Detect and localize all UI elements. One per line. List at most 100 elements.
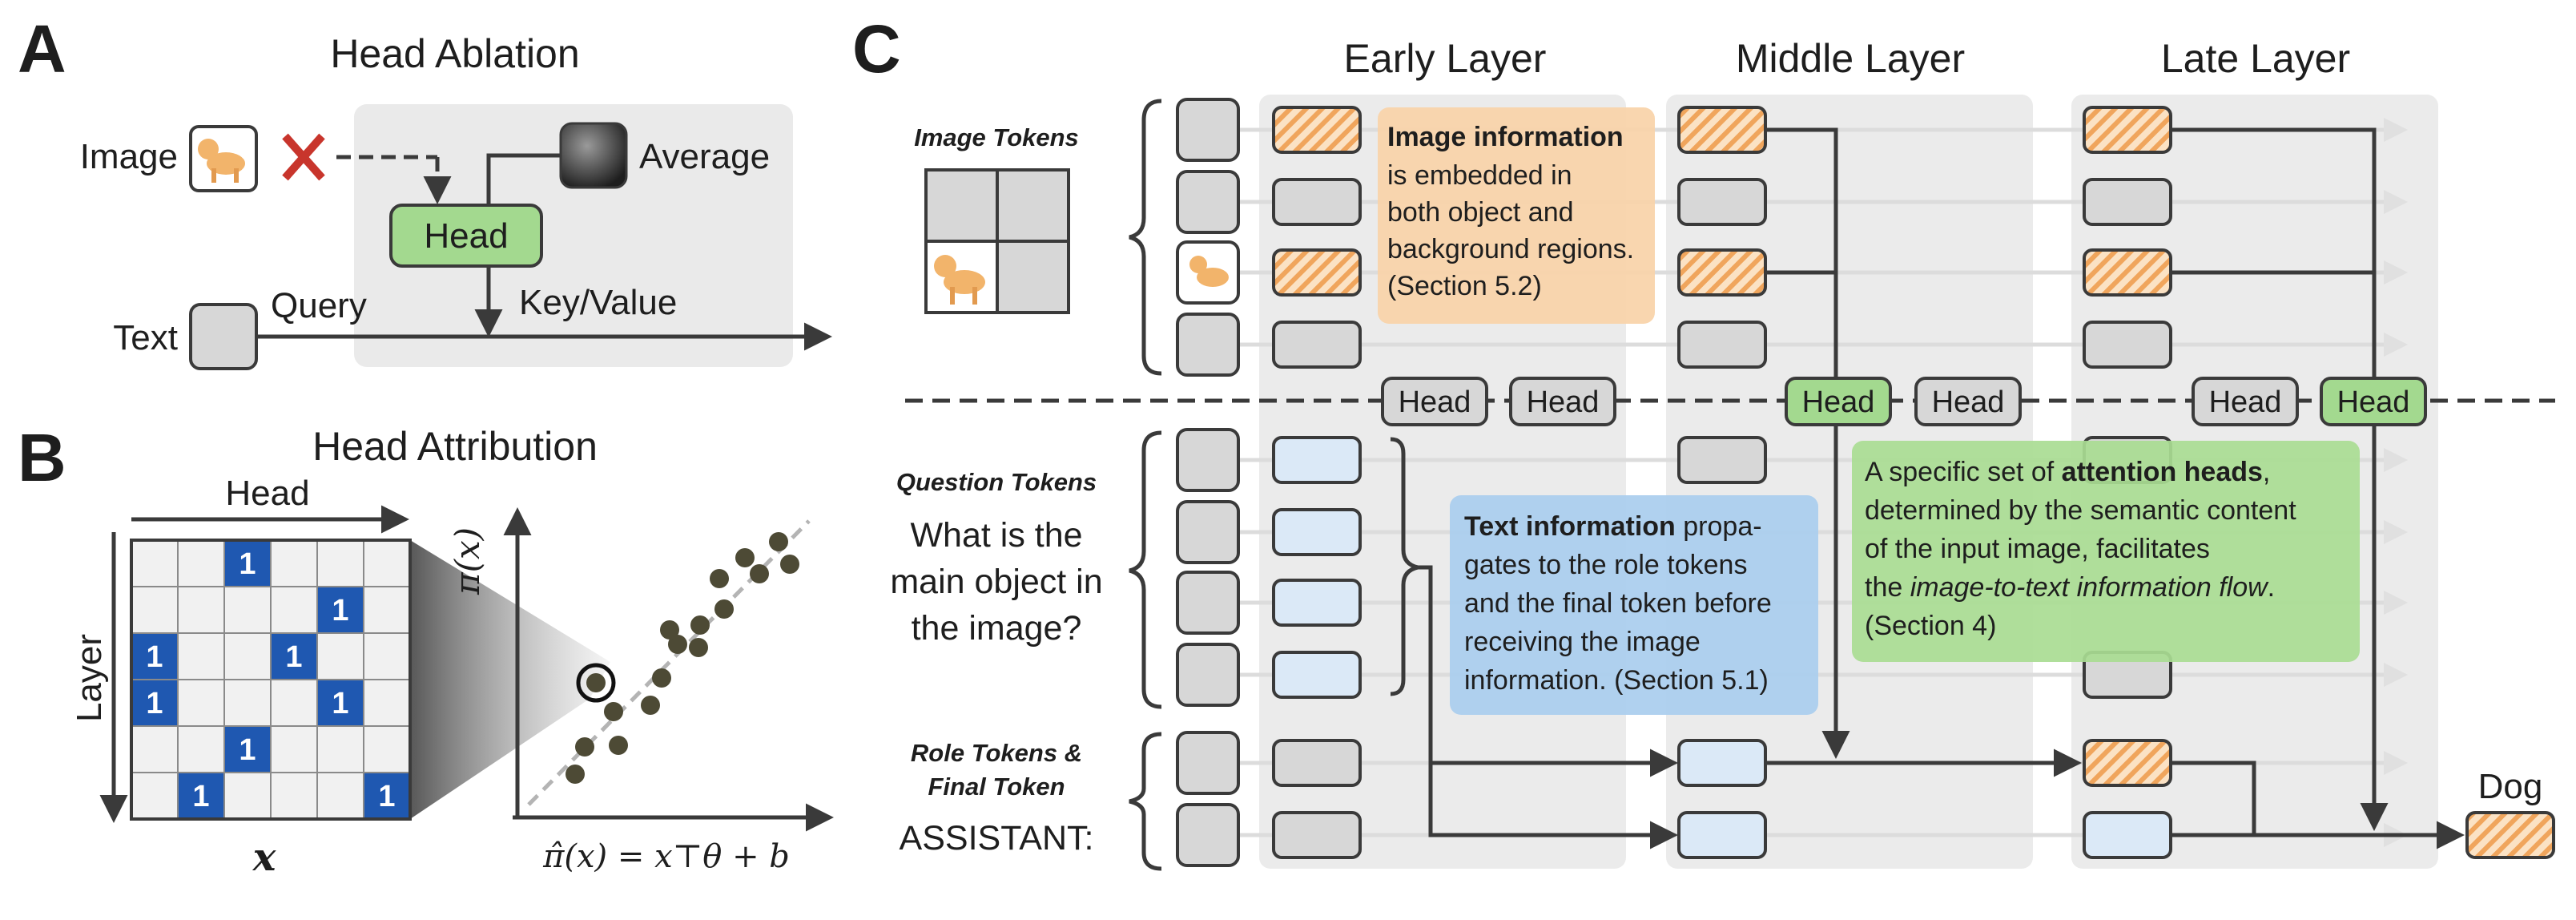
head-node — [1509, 377, 1616, 426]
grid-cell-value: 1 — [239, 733, 256, 767]
grid-cell — [131, 772, 179, 820]
image-tokens-label: Image Tokens — [914, 123, 1079, 151]
layer-token — [1272, 321, 1362, 369]
late-layer-title: Late Layer — [2161, 36, 2350, 81]
head-node-label: Head — [1802, 385, 1875, 419]
layer-token — [1677, 811, 1767, 859]
grid-cell — [177, 586, 225, 634]
layer-token — [1272, 739, 1362, 787]
panel-c-letter: C — [852, 11, 901, 87]
regression-formula: π̂(x) = x⊤θ + b — [542, 838, 790, 875]
text-info-callout: Text information propa- gates to the rol… — [1450, 495, 1818, 715]
layer-token — [1677, 739, 1767, 787]
scatter-points — [566, 532, 799, 784]
heads-info-line-4-post: . — [2268, 572, 2275, 603]
average-to-head-line — [486, 153, 561, 205]
grid-cell — [177, 632, 225, 680]
head-node-label: Head — [1399, 385, 1471, 419]
grid-cell — [131, 725, 179, 773]
text-info-title-rest: propa- — [1676, 511, 1762, 542]
layer-token — [1677, 248, 1767, 297]
layer-token — [2083, 178, 2172, 226]
heads-info-line-1-pre: A specific set of — [1865, 457, 2062, 487]
dog-image-icon — [189, 125, 258, 192]
question-tokens-label: Question Tokens — [896, 468, 1097, 496]
active-head-node — [1785, 377, 1892, 426]
scatter-point — [690, 615, 710, 635]
grid-border — [130, 539, 412, 821]
grid-cell — [363, 586, 411, 634]
panel-b-title: Head Attribution — [312, 424, 598, 469]
scatter-point — [710, 569, 729, 588]
heads-info-line-5: (Section 4) — [1865, 611, 1996, 641]
ablation-cross-icon — [282, 133, 325, 181]
grid-cell-value: 1 — [378, 780, 395, 813]
text-info-line-1: gates to the role tokens — [1464, 550, 1747, 580]
question-line-1: What is the — [910, 516, 1082, 555]
input-token — [1176, 731, 1240, 795]
grid-dog-icon — [934, 255, 985, 305]
grid-cell — [270, 725, 318, 773]
text-info-title: Text information — [1464, 511, 1676, 542]
input-token — [1176, 803, 1240, 867]
late-image-to-final-flow — [2172, 127, 2389, 831]
text-info-line-3: receiving the image — [1464, 627, 1701, 657]
scatter-point — [750, 564, 769, 583]
fit-line — [527, 519, 811, 806]
projection-cone — [410, 540, 610, 819]
layer-token — [2083, 248, 2172, 297]
heads-info-line-1-bold: attention heads — [2062, 457, 2263, 487]
scatter-point — [609, 736, 628, 755]
scatter-point — [660, 620, 679, 640]
grid-cell — [316, 539, 364, 587]
average-label: Average — [639, 137, 770, 176]
head-node-label: Head — [1527, 385, 1600, 419]
head-node-label: Head — [2209, 385, 2282, 419]
role-tokens-label-1: Role Tokens & — [911, 739, 1082, 767]
head-node — [2192, 377, 2299, 426]
head-node-label: Head — [424, 216, 508, 256]
highlighted-point-ring — [576, 663, 616, 703]
grid-cell — [316, 725, 364, 773]
grid-cell-value: 1 — [332, 687, 348, 720]
panel-c: C Early Layer Middle Layer Late Layer Im… — [852, 11, 2555, 871]
image-info-title: Image information — [1387, 122, 1624, 152]
token-dog-head — [1189, 256, 1207, 273]
grid-cell — [223, 632, 272, 680]
layer-token — [1272, 248, 1362, 297]
input-token — [1176, 571, 1240, 635]
image-label: Image — [80, 137, 178, 176]
layer-token — [1272, 436, 1362, 484]
grid-cell-value: 1 — [192, 780, 209, 813]
grid-cell-active — [316, 679, 364, 727]
layer-token — [1272, 651, 1362, 699]
layer-token — [1272, 508, 1362, 556]
grid-cell — [270, 772, 318, 820]
grid-cell — [223, 586, 272, 634]
grid-cell — [131, 539, 179, 587]
grid-cell — [363, 632, 411, 680]
panel-a: A Head Ablation Image Head Average Text … — [18, 11, 832, 370]
layer-token — [1677, 106, 1767, 154]
scatter-point — [575, 737, 594, 757]
panel-a-letter: A — [18, 11, 66, 87]
grid-cell — [223, 679, 272, 727]
scatter-point — [604, 702, 623, 721]
layer-token — [1677, 321, 1767, 369]
grid-cell — [177, 725, 225, 773]
middle-layer-title: Middle Layer — [1736, 36, 1965, 81]
input-token — [1176, 313, 1240, 377]
layer-token — [2083, 106, 2172, 154]
output-token — [2465, 811, 2555, 859]
heads-info-line-1-post: , — [2263, 457, 2270, 487]
scatter-point — [668, 635, 687, 654]
head-node — [1914, 377, 2022, 426]
early-layer-title: Early Layer — [1344, 36, 1547, 81]
head-node-label: Head — [1932, 385, 2005, 419]
grid-cell — [177, 679, 225, 727]
image-info-line-3: background regions. — [1387, 234, 1634, 264]
